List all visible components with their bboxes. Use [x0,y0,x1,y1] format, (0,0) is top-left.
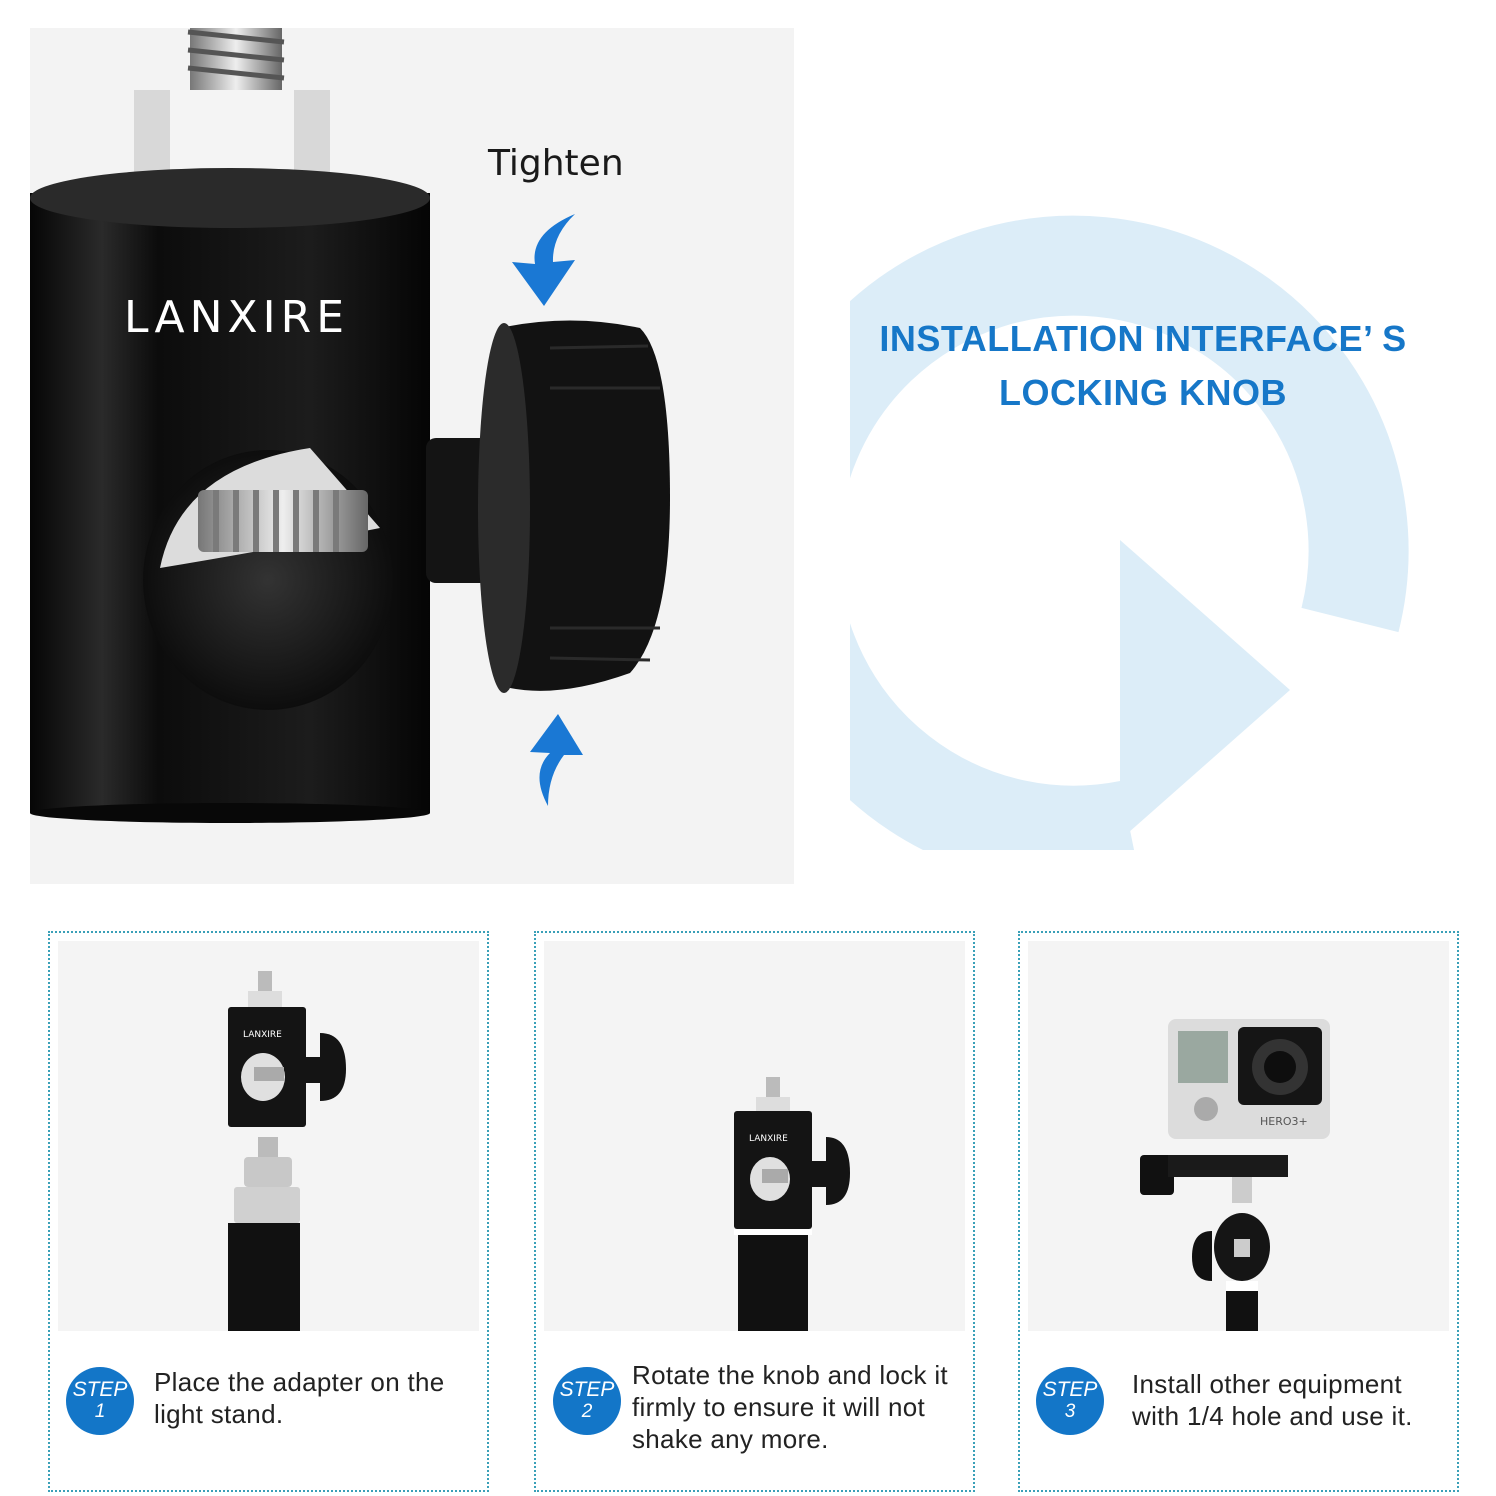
step-2-badge-word: STEP [559,1378,615,1401]
step-2-badge-number: 2 [581,1401,593,1422]
tighten-label: Tighten [488,143,624,184]
step-3-photo: HERO3+ [1028,941,1449,1331]
step-1-badge-number: 1 [94,1401,106,1422]
step-2-photo: LANXIRE [544,941,965,1331]
step-card-2: LANXIRE STEP 2 Rotate the knob and lock … [534,931,975,1492]
step-1-badge: STEP 1 [66,1367,134,1435]
step-2-text-line-2: firmly to ensure it will not [632,1392,926,1422]
step-card-3: HERO3+ STEP 3 Install other equipment wi… [1018,931,1459,1492]
step-1-text: Place the adapter on the light stand. [154,1366,445,1430]
step-1-photo: LANXIRE [58,941,479,1331]
adapter-mounted-illustration: LANXIRE [734,1077,850,1331]
arrow-up-icon [530,714,583,806]
arrow-down-icon [512,214,575,306]
step-2-text: Rotate the knob and lock it firmly to en… [632,1359,948,1455]
step-3-badge: STEP 3 [1036,1367,1104,1435]
brand-logo: LANXIRE [124,292,349,343]
svg-text:LANXIRE: LANXIRE [749,1134,788,1144]
step-2-text-line-3: shake any more. [632,1424,829,1454]
rotate-arrow-icon [850,215,1409,850]
camera-mounted-illustration: HERO3+ [1140,1019,1330,1331]
headline-line-2: LOCKING KNOB [999,372,1287,413]
headline-line-1: INSTALLATION INTERFACE’ S [879,318,1407,359]
step-2-badge: STEP 2 [553,1367,621,1435]
step-1-badge-word: STEP [72,1378,128,1401]
step-3-badge-word: STEP [1042,1378,1098,1401]
headline: INSTALLATION INTERFACE’ S LOCKING KNOB [840,312,1446,420]
step-2-text-line-1: Rotate the knob and lock it [632,1360,948,1390]
svg-text:LANXIRE: LANXIRE [243,1030,282,1040]
step-3-text-line-1: Install other equipment [1132,1369,1402,1399]
step-3-text: Install other equipment with 1/4 hole an… [1132,1368,1413,1432]
step-1-text-line-2: light stand. [154,1399,284,1429]
step-card-1: LANXIRE STEP 1 Place the adapter on the … [48,931,489,1492]
step-3-badge-number: 3 [1064,1401,1076,1422]
camera-logo: HERO3+ [1260,1115,1308,1128]
adapter-above-stand-illustration: LANXIRE [228,971,346,1331]
step-3-text-line-2: with 1/4 hole and use it. [1132,1401,1413,1431]
adapter-illustration: LANXIRE [30,18,670,823]
step-1-text-line-1: Place the adapter on the [154,1367,445,1397]
product-photo: LANXIRE [30,18,794,884]
